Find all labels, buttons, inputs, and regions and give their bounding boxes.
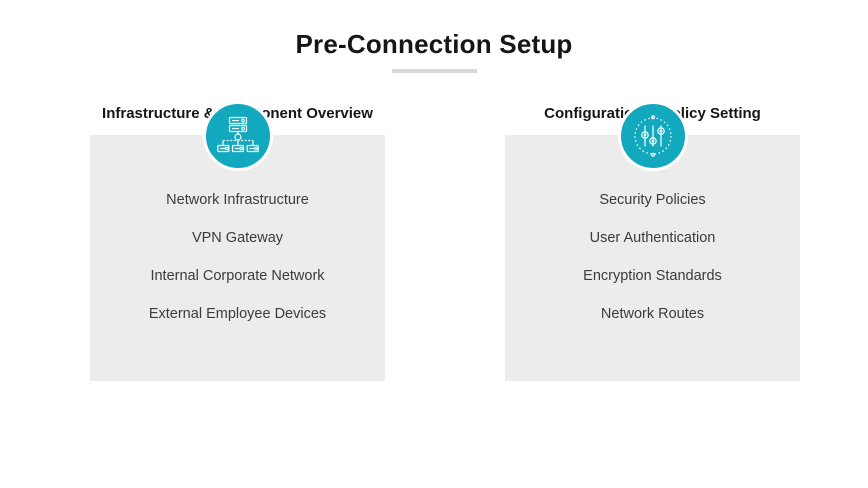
list-item[interactable]: Network Infrastructure xyxy=(166,192,309,208)
panel-wrap-infrastructure: Network Infrastructure VPN Gateway Inter… xyxy=(90,101,385,381)
panel-infrastructure: Network Infrastructure VPN Gateway Inter… xyxy=(90,135,385,381)
list-item[interactable]: Internal Corporate Network xyxy=(150,268,325,284)
item-list-configuration: Security Policies User Authentication En… xyxy=(505,181,800,333)
column-infrastructure: Infrastructure & Component Overview xyxy=(90,101,385,381)
list-item[interactable]: Security Policies xyxy=(599,192,706,208)
list-item[interactable]: VPN Gateway xyxy=(191,230,284,246)
list-item[interactable]: Network Routes xyxy=(600,306,705,322)
network-infrastructure-icon xyxy=(202,101,273,171)
item-list-infrastructure: Network Infrastructure VPN Gateway Inter… xyxy=(90,181,385,333)
columns-container: Infrastructure & Component Overview xyxy=(0,101,868,484)
panel-configuration: Security Policies User Authentication En… xyxy=(505,135,800,381)
column-configuration: Configuration & Policy Setting xyxy=(505,101,800,381)
settings-sliders-icon xyxy=(617,101,688,171)
title-divider xyxy=(391,69,477,73)
list-item[interactable]: User Authentication xyxy=(589,230,716,246)
list-item[interactable]: External Employee Devices xyxy=(148,306,327,322)
title-block: Pre-Connection Setup xyxy=(0,28,868,73)
page-title: Pre-Connection Setup xyxy=(295,29,573,59)
list-item[interactable]: Encryption Standards xyxy=(583,268,722,284)
panel-wrap-configuration: Security Policies User Authentication En… xyxy=(505,101,800,381)
